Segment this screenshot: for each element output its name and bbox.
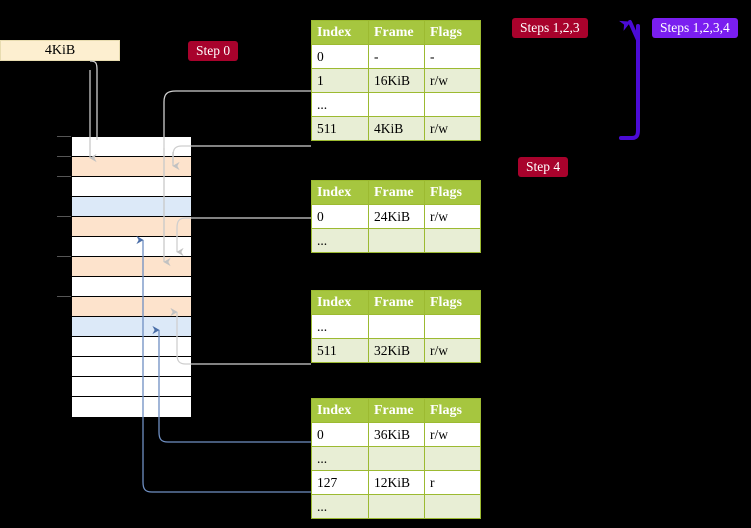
cell-index: ... <box>311 228 369 253</box>
memory-tick-mark <box>57 296 71 297</box>
memory-frame-row[interactable] <box>72 237 191 257</box>
column-header-index: Index <box>311 20 369 45</box>
cell-frame: 36KiB <box>368 422 425 447</box>
cell-index: ... <box>311 92 369 117</box>
cell-flags: r/w <box>424 204 481 229</box>
cell-frame: 12KiB <box>368 470 425 495</box>
memory-frame-row[interactable] <box>72 317 191 337</box>
cell-flags: r <box>424 470 481 495</box>
table-row[interactable]: ... <box>311 446 481 471</box>
cell-frame: 16KiB <box>368 68 425 93</box>
memory-frame-row[interactable] <box>72 137 191 157</box>
memory-tick-mark <box>57 216 71 217</box>
memory-tick-mark <box>57 156 71 157</box>
memory-frame-row[interactable] <box>72 157 191 177</box>
badge-steps-1-2-3-4: Steps 1,2,3,4 <box>652 18 738 38</box>
cell-index: ... <box>311 446 369 471</box>
cell-flags: - <box>424 44 481 69</box>
physical-memory-column <box>71 136 191 417</box>
cell-flags: r/w <box>424 116 481 141</box>
column-header-flags: Flags <box>424 398 481 423</box>
cell-index: 511 <box>311 338 369 363</box>
cell-index: ... <box>311 494 369 519</box>
cell-frame: 32KiB <box>368 338 425 363</box>
cell-frame <box>368 228 425 253</box>
badge-step-0: Step 0 <box>188 41 239 61</box>
memory-frame-row[interactable] <box>72 337 191 357</box>
cell-frame: 24KiB <box>368 204 425 229</box>
cell-flags: r/w <box>424 338 481 363</box>
table-row[interactable]: 0-- <box>311 44 481 69</box>
cell-frame: - <box>368 44 425 69</box>
memory-frame-row[interactable] <box>72 217 191 237</box>
column-header-flags: Flags <box>424 20 481 45</box>
size-label-4kib: 4KiB <box>0 40 120 61</box>
cell-index: 0 <box>311 204 369 229</box>
cell-frame <box>368 314 425 339</box>
column-header-frame: Frame <box>368 180 425 205</box>
cell-frame <box>368 446 425 471</box>
column-header-flags: Flags <box>424 290 481 315</box>
column-header-index: Index <box>311 398 369 423</box>
column-header-index: Index <box>311 180 369 205</box>
memory-tick-mark <box>57 176 71 177</box>
memory-frame-row[interactable] <box>72 297 191 317</box>
cell-flags <box>424 92 481 117</box>
table-row[interactable]: ... <box>311 494 481 519</box>
cell-flags: r/w <box>424 68 481 93</box>
column-header-frame: Frame <box>368 20 425 45</box>
cell-index: 1 <box>311 68 369 93</box>
column-header-flags: Flags <box>424 180 481 205</box>
cell-index: 511 <box>311 116 369 141</box>
cell-frame <box>368 494 425 519</box>
memory-frame-row[interactable] <box>72 177 191 197</box>
column-header-frame: Frame <box>368 290 425 315</box>
cell-index: 0 <box>311 44 369 69</box>
memory-frame-row[interactable] <box>72 397 191 417</box>
memory-frame-row[interactable] <box>72 257 191 277</box>
badge-steps-1-2-3: Steps 1,2,3 <box>512 18 588 38</box>
memory-frame-row[interactable] <box>72 357 191 377</box>
cell-frame: 4KiB <box>368 116 425 141</box>
table-row[interactable]: ... <box>311 228 481 253</box>
cell-index: 0 <box>311 422 369 447</box>
memory-frame-row[interactable] <box>72 197 191 217</box>
cell-flags <box>424 314 481 339</box>
memory-tick-mark <box>57 136 71 137</box>
cell-frame <box>368 92 425 117</box>
table-row[interactable]: ... <box>311 92 481 117</box>
memory-tick-mark <box>57 256 71 257</box>
cell-index: ... <box>311 314 369 339</box>
memory-frame-row[interactable] <box>72 377 191 397</box>
cell-flags: r/w <box>424 422 481 447</box>
badge-step-4: Step 4 <box>518 157 569 177</box>
memory-frame-row[interactable] <box>72 277 191 297</box>
cell-flags <box>424 446 481 471</box>
column-header-index: Index <box>311 290 369 315</box>
cell-flags <box>424 494 481 519</box>
column-header-frame: Frame <box>368 398 425 423</box>
cell-index: 127 <box>311 470 369 495</box>
cell-flags <box>424 228 481 253</box>
table-row[interactable]: ... <box>311 314 481 339</box>
